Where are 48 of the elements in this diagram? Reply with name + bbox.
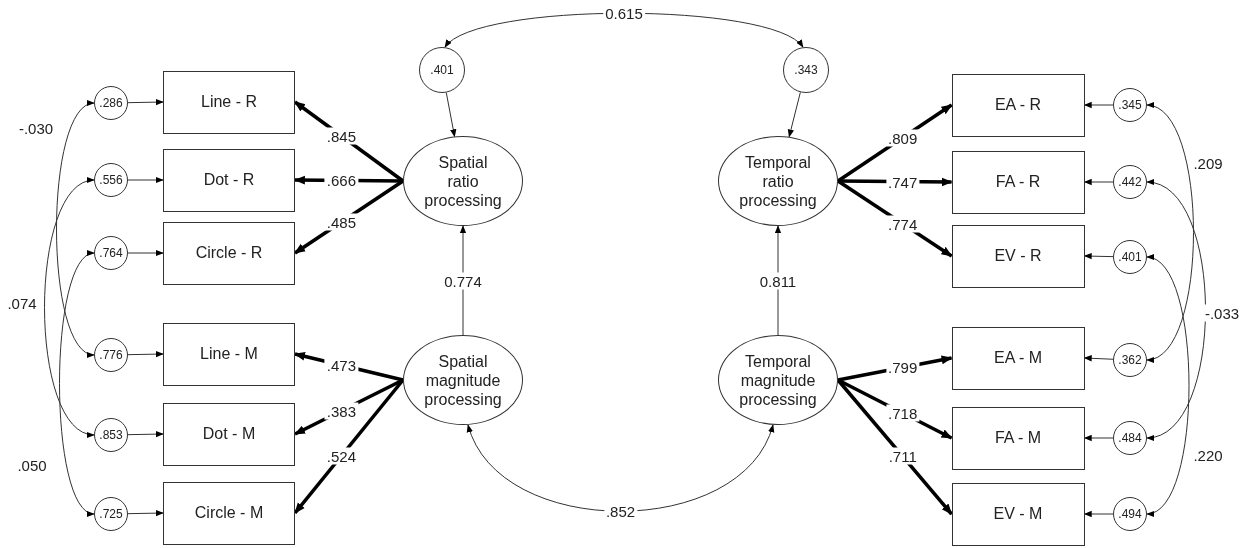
curved-arrow <box>56 102 95 356</box>
indicator-box: Line - M <box>163 322 295 386</box>
indicator-box: EV - M <box>951 482 1085 546</box>
arrow <box>445 92 457 138</box>
arrow <box>1083 510 1114 518</box>
indicator-box: FA - M <box>951 406 1085 470</box>
edge-label: .845 <box>324 127 359 145</box>
curved-arrow <box>1146 104 1194 361</box>
curved-arrow <box>59 252 95 515</box>
arrow <box>1083 434 1114 442</box>
edge-label: 0.774 <box>442 272 484 289</box>
arrow <box>127 350 164 358</box>
arrow <box>127 176 164 184</box>
arrow <box>1083 178 1114 186</box>
curved-arrow <box>444 12 804 48</box>
indicator-box: EV - R <box>951 224 1085 288</box>
latent-ellipse: Temporal ratio processing <box>718 136 838 226</box>
arrow <box>1083 355 1114 362</box>
arrow <box>1083 101 1114 109</box>
latent-ellipse: Temporal magnitude processing <box>718 335 838 425</box>
curved-arrow <box>467 424 774 512</box>
curved-arrow <box>1146 256 1190 515</box>
edge-label: .485 <box>324 213 359 231</box>
arrow <box>127 249 164 257</box>
indicator-box: Dot - R <box>163 148 295 212</box>
edge-label: .809 <box>886 129 920 147</box>
edge-label: .383 <box>324 402 359 420</box>
indicator-box: Circle - R <box>163 221 295 285</box>
arrow <box>127 509 164 517</box>
indicator-box: FA - R <box>951 150 1085 214</box>
arrow <box>787 91 801 138</box>
indicator-box: Circle - M <box>163 481 295 545</box>
indicator-box: EA - M <box>951 326 1085 390</box>
latent-ellipse: Spatial magnitude processing <box>403 335 523 425</box>
curved-arrow <box>44 179 95 436</box>
edge-label: -.033 <box>1202 304 1242 322</box>
latent-ellipse: Spatial ratio processing <box>403 136 523 226</box>
indicator-box: Line - R <box>163 70 295 134</box>
arrow <box>127 430 164 438</box>
curved-arrow <box>1146 180 1206 440</box>
indicator-box: EA - R <box>951 73 1085 137</box>
edge-label: .473 <box>324 356 359 374</box>
edge-label: .774 <box>886 215 920 233</box>
arrow <box>127 98 164 106</box>
indicator-box: Dot - M <box>163 402 295 466</box>
arrow <box>1083 252 1114 260</box>
edge-label: .718 <box>886 404 920 422</box>
edge-label: 0.811 <box>757 272 799 289</box>
